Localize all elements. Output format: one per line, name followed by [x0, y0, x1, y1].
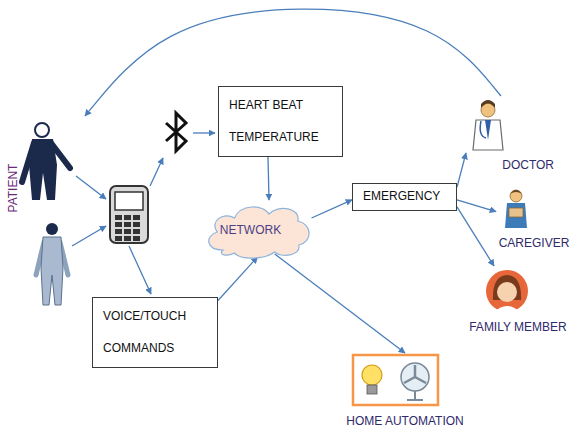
- avatar-face: [497, 282, 517, 302]
- flow-arrows: [72, 133, 215, 294]
- home-automation-frame: [353, 355, 438, 405]
- patient-head: [46, 223, 58, 235]
- patient-group: PATIENT: [5, 112, 85, 310]
- patient-body: [29, 139, 57, 200]
- node-text: CAREGIVER: [499, 236, 570, 250]
- process-box: VOICE/TOUCH COMMANDS: [92, 297, 218, 368]
- family-member-icon: [486, 270, 528, 312]
- caregiver-body: [505, 203, 527, 228]
- bulb-base: [367, 385, 377, 394]
- cloud-shape: [209, 207, 309, 258]
- caregiver-hair: [510, 190, 522, 194]
- fan-guard: [401, 363, 429, 391]
- patient-body: [41, 237, 63, 305]
- flow-arrow: [129, 246, 151, 294]
- flow-connector: [275, 254, 405, 353]
- stethoscope: [480, 121, 486, 138]
- doctor-coat: [473, 120, 503, 150]
- network-cloud: NETWORK: [200, 200, 315, 260]
- flow-connector: [457, 153, 466, 187]
- fan-blades: [404, 365, 426, 383]
- process-box: EMERGENCY: [352, 183, 457, 211]
- doctor-tie: [485, 120, 491, 140]
- node-text: HOME AUTOMATION: [346, 414, 464, 428]
- caregiver-tray: [509, 208, 523, 217]
- patient-figure: [36, 223, 68, 305]
- fan-stand: [407, 391, 423, 400]
- flow-connector: [457, 200, 496, 212]
- node-text: PATIENT: [6, 164, 20, 213]
- flow-arrow: [150, 158, 163, 186]
- light-bulb: [362, 365, 382, 385]
- flow-connector: [457, 207, 494, 266]
- flow-connector: [268, 157, 269, 200]
- bluetooth-symbol: [166, 113, 186, 151]
- home-automation-icon: [353, 355, 438, 405]
- node-text: HEART BEAT TEMPERATURE: [229, 90, 332, 152]
- actor-node: DOCTOR: [466, 96, 558, 172]
- phone-icon: [110, 186, 148, 243]
- phone-screen: [115, 192, 143, 210]
- flow-connector: [312, 200, 352, 218]
- doctor-icon: [473, 100, 503, 150]
- actor-node: CAREGIVER: [496, 186, 572, 250]
- node-text: DOCTOR: [502, 158, 554, 172]
- node-text: VOICE/TOUCH COMMANDS: [103, 301, 207, 363]
- home-automation-node: HOME AUTOMATION: [338, 353, 472, 428]
- caregiver-head: [510, 190, 522, 202]
- flow-arrow: [76, 176, 106, 199]
- patient-figure: [22, 123, 70, 200]
- node-text: NETWORK: [220, 223, 281, 237]
- phone-keypad: [115, 215, 142, 241]
- phone-body: [110, 186, 148, 243]
- flow-arrow: [72, 226, 106, 246]
- patient-head: [35, 123, 49, 137]
- flow-arrow: [193, 132, 215, 133]
- avatar-circle: [486, 270, 528, 312]
- node-text: FAMILY MEMBER: [469, 320, 567, 334]
- flow-connector: [218, 257, 258, 301]
- caregiver-icon: [505, 190, 527, 228]
- node-text: EMERGENCY: [363, 189, 440, 205]
- actor-node: FAMILY MEMBER: [458, 266, 578, 334]
- avatar-shoulders: [494, 306, 520, 312]
- doctor-hair: [481, 100, 495, 108]
- process-box: HEART BEAT TEMPERATURE: [218, 86, 343, 157]
